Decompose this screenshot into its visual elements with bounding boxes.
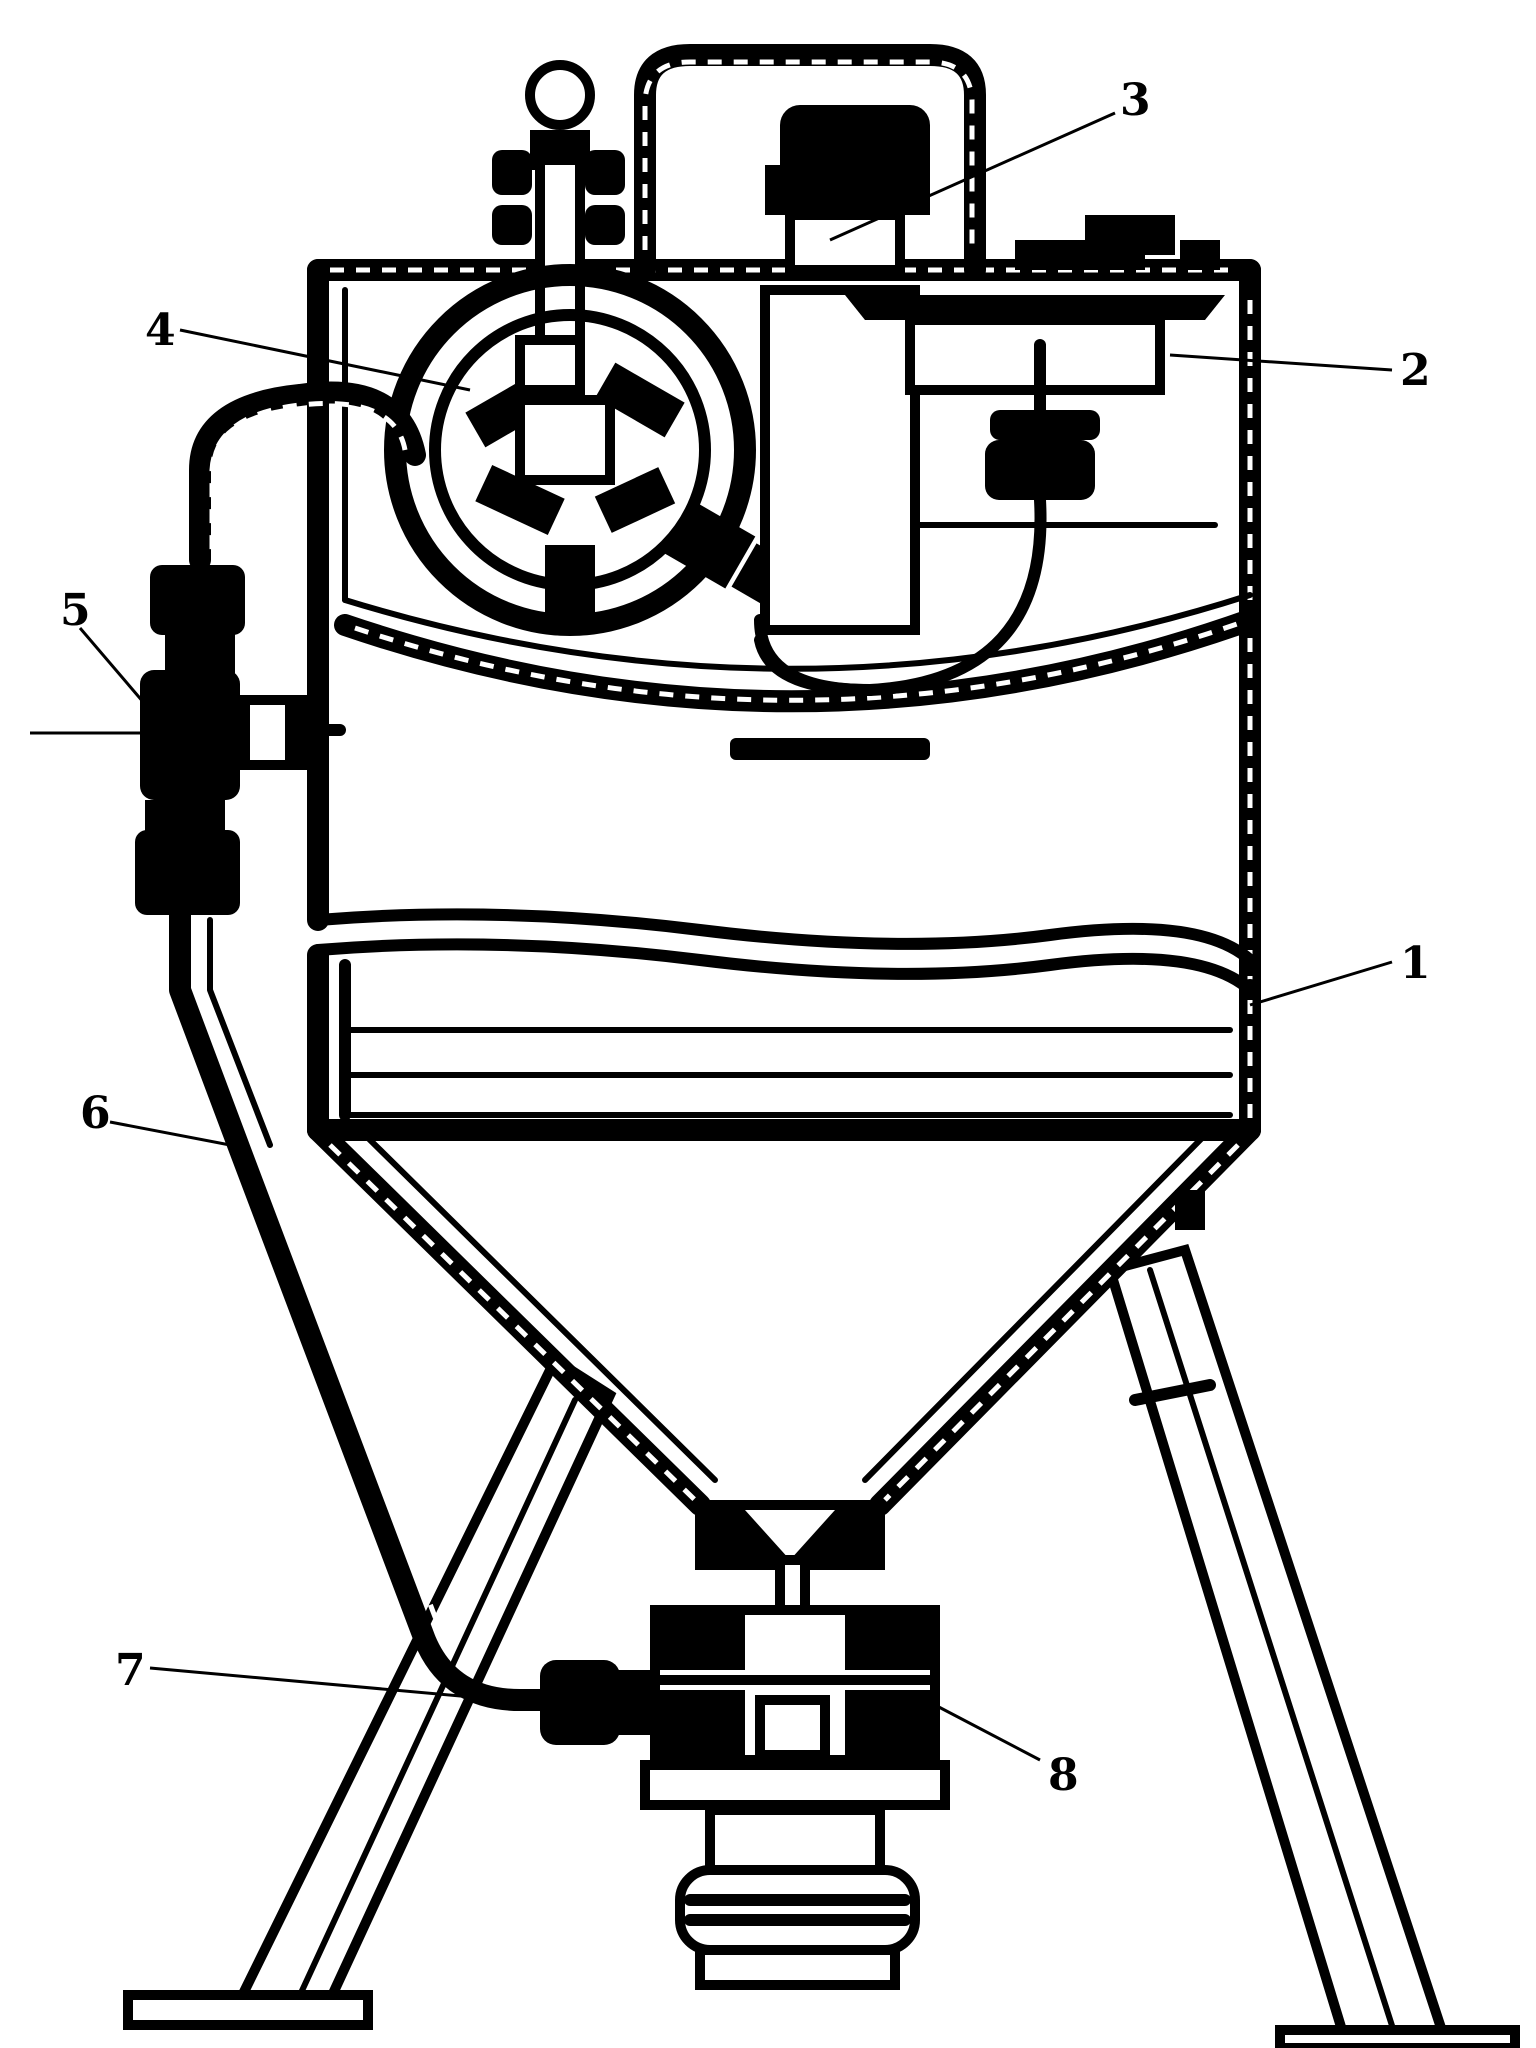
callout-labels: 1 2 3 4 5 6 7 8 [60, 75, 1431, 1801]
bottom-valve [640, 1500, 950, 1990]
right-leg [1103, 1243, 1452, 2045]
leader-2 [1169, 353, 1393, 372]
leader-8 [934, 1703, 1041, 1762]
lifting-handle [634, 44, 986, 281]
callout-label-3: 3 [1120, 75, 1151, 126]
callout-label-8: 8 [1048, 1750, 1079, 1801]
drain-fitting [540, 1660, 620, 1745]
pump-assembly [384, 264, 809, 636]
right-foot-plate [1275, 2025, 1520, 2048]
callout-leaders [30, 111, 1393, 1762]
control-valve-block [754, 285, 1225, 696]
leader-3 [829, 111, 1116, 242]
leader-6 [109, 1120, 231, 1147]
leader-4 [179, 328, 471, 392]
stand-legs [123, 1243, 1520, 2048]
callout-label-5: 5 [60, 585, 91, 636]
callout-label-6: 6 [80, 1088, 111, 1139]
callout-label-4: 4 [145, 305, 176, 356]
outer-piping [135, 381, 876, 1745]
callout-label-7: 7 [115, 1645, 146, 1696]
leader-5a [78, 627, 152, 711]
callout-label-1: 1 [1400, 938, 1431, 989]
tank-body [307, 259, 1261, 1516]
left-foot-plate [123, 1990, 373, 2030]
leader-1 [1249, 960, 1393, 1007]
callout-label-2: 2 [1400, 345, 1431, 396]
leader-7 [149, 1666, 561, 1707]
